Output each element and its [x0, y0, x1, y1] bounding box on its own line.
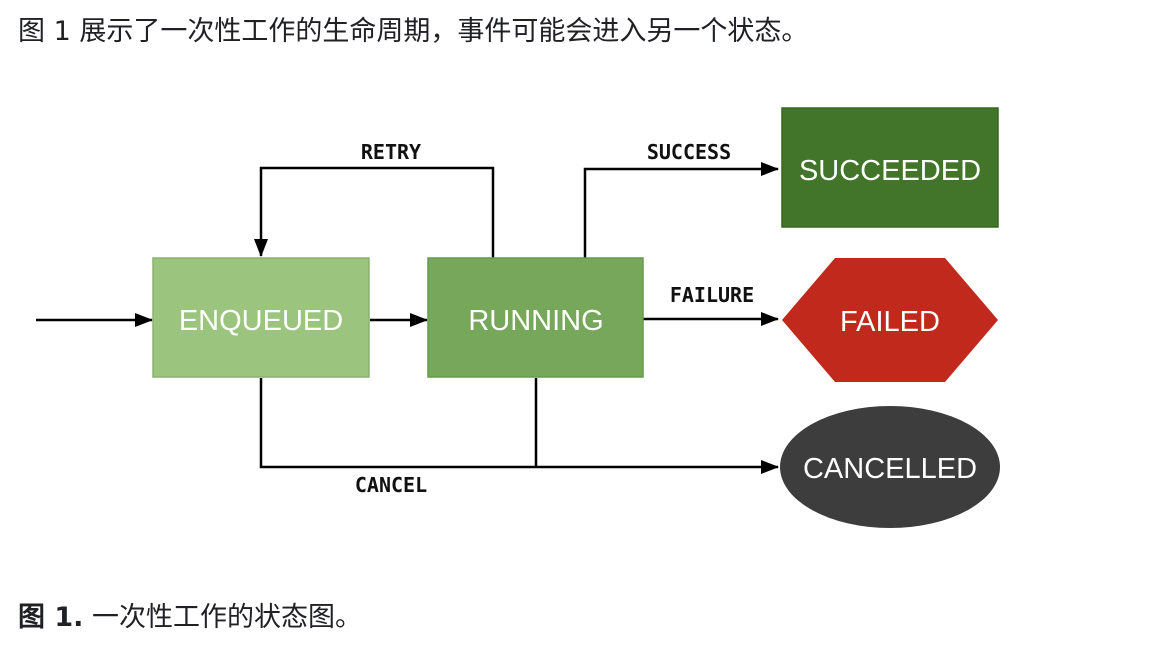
- node-cancelled-label: CANCELLED: [803, 453, 977, 485]
- node-failed-label: FAILED: [840, 306, 940, 338]
- failure-label: FAILURE: [670, 283, 754, 307]
- node-cancelled: CANCELLED: [780, 406, 1000, 528]
- retry-arrow: [254, 166, 495, 258]
- node-failed: FAILED: [782, 258, 998, 382]
- node-enqueued: ENQUEUED: [152, 257, 370, 378]
- node-running-label: RUNNING: [468, 305, 603, 337]
- success-arrow: [583, 162, 779, 258]
- figure-caption-text: 一次性工作的状态图。: [83, 602, 363, 633]
- cancel-label: CANCEL: [355, 473, 427, 497]
- node-running: RUNNING: [427, 257, 644, 378]
- success-label: SUCCESS: [647, 140, 731, 164]
- retry-label: RETRY: [361, 140, 421, 164]
- figure-caption-label: 图 1.: [18, 602, 84, 633]
- cancel-arrow: [259, 378, 779, 474]
- node-succeeded-label: SUCCEEDED: [799, 155, 981, 187]
- intro-paragraph: 图 1 展示了一次性工作的生命周期，事件可能会进入另一个状态。: [18, 16, 809, 47]
- figure-caption: 图 1. 一次性工作的状态图。: [18, 598, 362, 638]
- node-succeeded: SUCCEEDED: [781, 107, 999, 228]
- node-enqueued-label: ENQUEUED: [179, 305, 343, 337]
